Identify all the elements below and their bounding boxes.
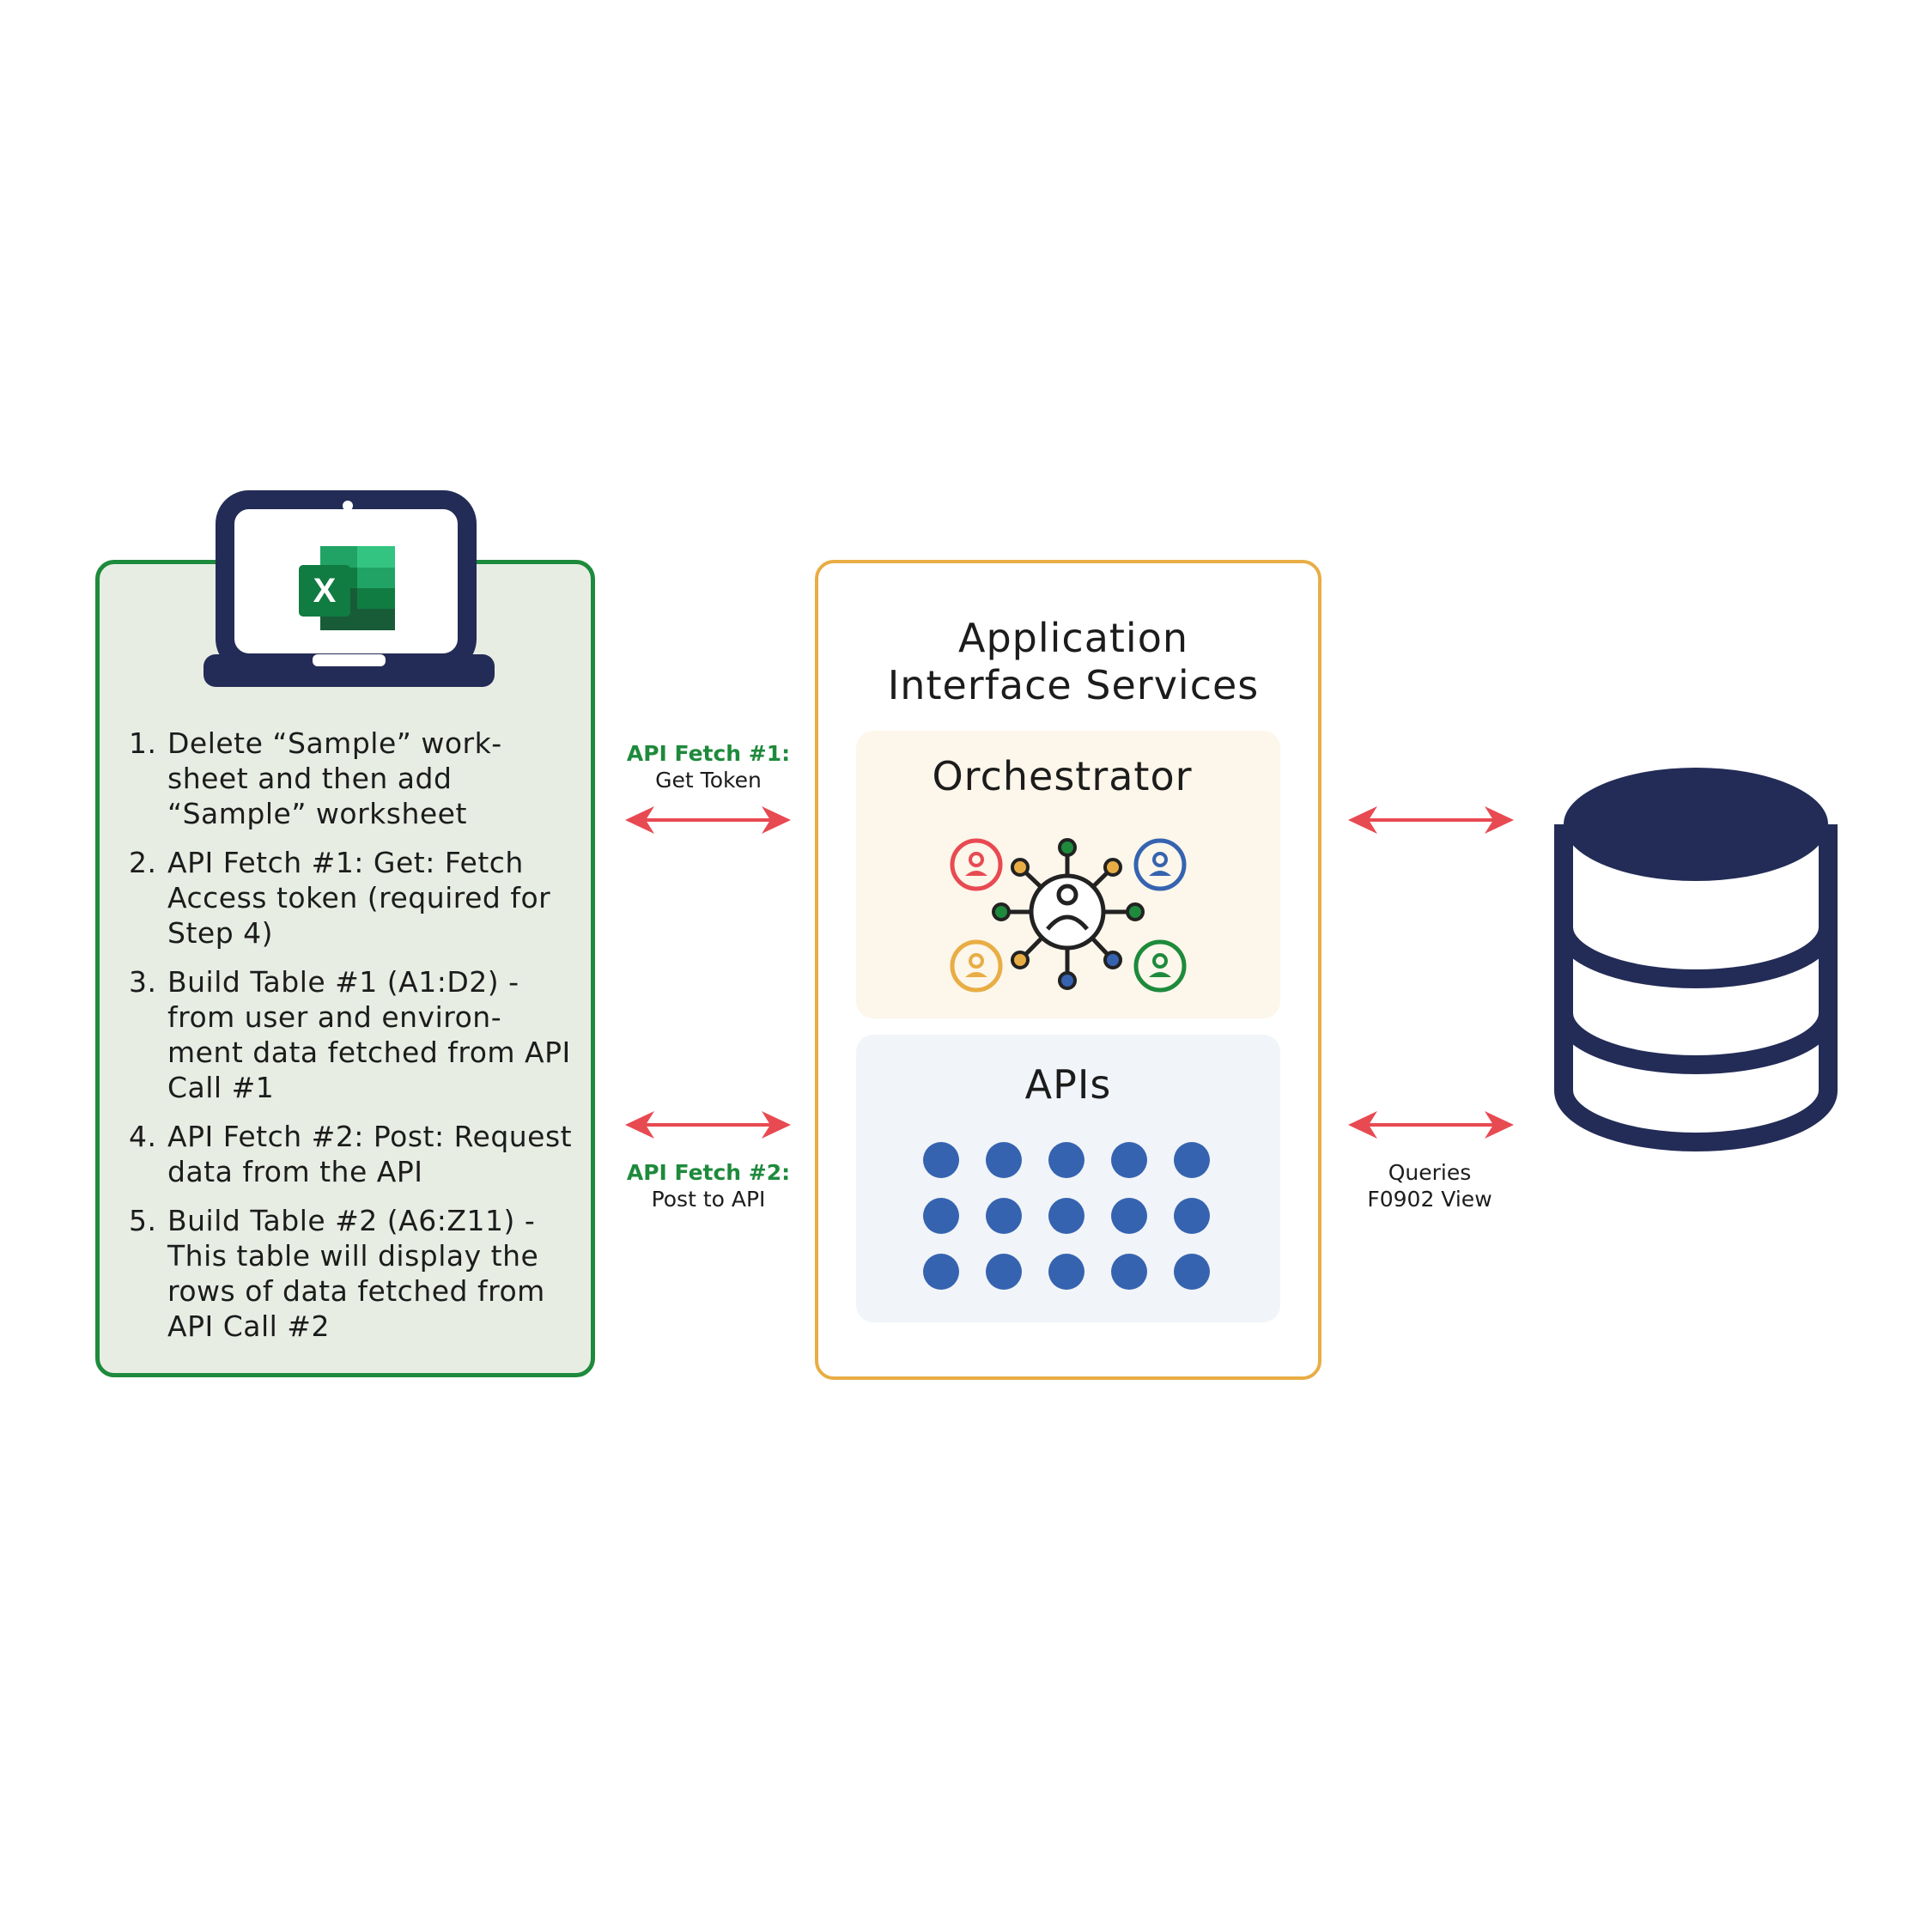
bidirectional-arrow-icon <box>1348 806 1514 834</box>
database-icon <box>1554 768 1838 1151</box>
api-dot <box>1048 1198 1084 1234</box>
list-item: 4.API Fetch #2: Post: Request data from … <box>129 1120 573 1188</box>
list-item: 3.Build Table #1 (A1:D2) - from user and… <box>129 965 571 1104</box>
apis-title: APIs <box>1024 1061 1112 1108</box>
api-dot <box>1048 1254 1084 1290</box>
api-dot <box>923 1254 959 1290</box>
api-dot <box>1111 1142 1147 1178</box>
bidirectional-arrow-icon <box>625 806 791 834</box>
list-item: 1.Delete “Sample” work-sheet and then ad… <box>129 726 502 830</box>
steps-list: 1.Delete “Sample” work-sheet and then ad… <box>129 726 575 1358</box>
api-dot <box>1174 1198 1210 1234</box>
api-dot <box>1111 1198 1147 1234</box>
orchestrator-title: Orchestrator <box>932 753 1193 799</box>
api-fetch-1-label: API Fetch #1: Get Token <box>626 741 791 793</box>
api-dot <box>1111 1254 1147 1290</box>
orchestrator-network-icon <box>950 838 1187 993</box>
api-dot <box>986 1142 1022 1178</box>
api-dot <box>923 1198 959 1234</box>
api-dot <box>923 1142 959 1178</box>
list-item: 2.API Fetch #1: Get: Fetch Access token … <box>129 846 551 950</box>
bidirectional-arrow-icon <box>625 1111 791 1139</box>
queries-label: Queries F0902 View <box>1367 1160 1492 1212</box>
api-dot <box>1174 1254 1210 1290</box>
excel-logo-letter: X <box>313 572 337 610</box>
api-dot <box>986 1198 1022 1234</box>
api-fetch-2-label: API Fetch #2: Post to API <box>626 1160 791 1212</box>
list-item: 5.Build Table #2 (A6:Z11) - This table w… <box>129 1204 545 1343</box>
api-dot-grid <box>923 1142 1215 1290</box>
api-dot <box>986 1254 1022 1290</box>
excel-steps-panel <box>95 560 595 1377</box>
bidirectional-arrow-icon <box>1348 1111 1514 1139</box>
api-dot <box>1174 1142 1210 1178</box>
ais-title: Application Interface Services <box>887 615 1260 708</box>
excel-icon: X <box>299 546 395 630</box>
api-dot <box>1048 1142 1084 1178</box>
